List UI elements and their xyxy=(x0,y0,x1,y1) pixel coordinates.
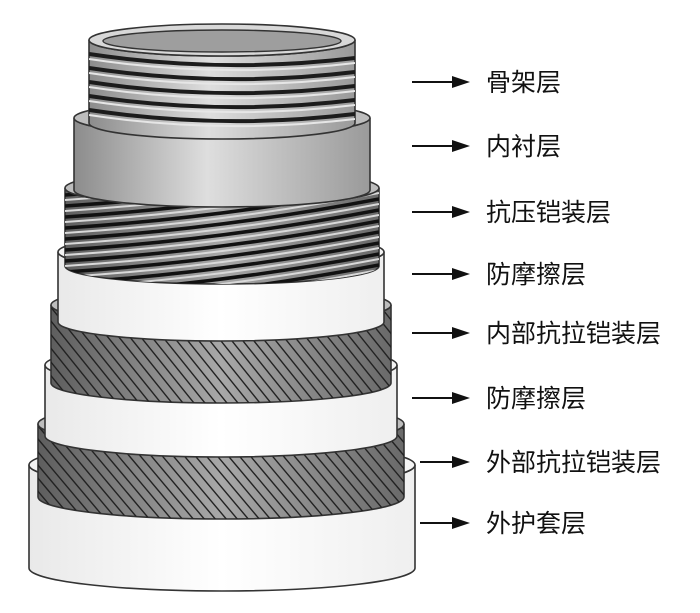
layer-label-7: 外部抗拉铠装层 xyxy=(486,448,661,477)
label-arrow-7 xyxy=(420,456,470,468)
label-arrow-6 xyxy=(412,392,470,404)
label-arrow-1 xyxy=(412,76,470,88)
label-arrow-3 xyxy=(412,206,470,218)
label-arrow-4 xyxy=(412,268,470,280)
layer-label-6: 防摩擦层 xyxy=(486,384,586,413)
layer-label-2: 内衬层 xyxy=(486,132,561,161)
layer-label-3: 抗压铠装层 xyxy=(486,198,611,227)
layer-label-4: 防摩擦层 xyxy=(486,260,586,289)
pipe-bore xyxy=(103,30,341,52)
layer-label-8: 外护套层 xyxy=(486,509,586,538)
label-arrow-5 xyxy=(412,327,470,339)
label-arrow-8 xyxy=(420,517,470,529)
layer-label-1: 骨架层 xyxy=(486,68,561,97)
pipe-layers xyxy=(0,24,508,591)
layer-1 xyxy=(89,24,355,139)
label-arrow-2 xyxy=(412,140,470,152)
layer-label-5: 内部抗拉铠装层 xyxy=(486,319,661,348)
